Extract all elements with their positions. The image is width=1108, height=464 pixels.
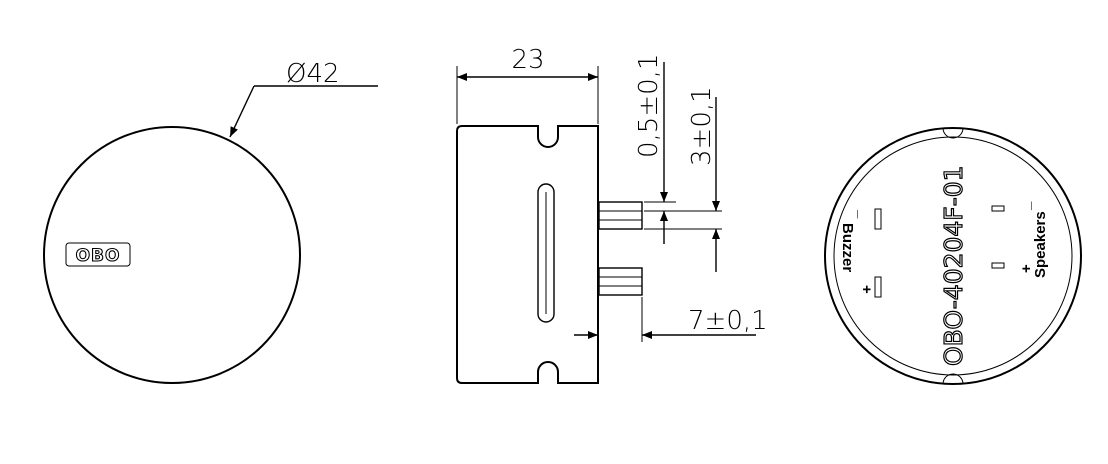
back-view: OBO-40204F-01 Buzzer _ + Speakers _ + bbox=[824, 127, 1082, 385]
logo-frame bbox=[65, 242, 131, 267]
buzzer-terminal-plus bbox=[874, 276, 882, 298]
speaker-minus-sign: _ bbox=[1017, 201, 1034, 211]
buzzer-terminal-minus bbox=[874, 208, 882, 230]
pin-width-label: 3±0,1 bbox=[687, 86, 717, 166]
back-notch-top bbox=[942, 127, 964, 139]
back-inner-rim bbox=[833, 136, 1073, 376]
terminal-upper bbox=[598, 201, 643, 230]
logo-text: OBO bbox=[76, 246, 121, 266]
diameter-label: Ø42 bbox=[286, 59, 340, 89]
pin-thickness-label: 0,5±0,1 bbox=[634, 54, 664, 158]
front-body-circle bbox=[43, 126, 301, 384]
side-body-outline bbox=[456, 125, 599, 384]
obo-logo: OBO bbox=[65, 242, 131, 267]
terminal-upper-pin bbox=[598, 201, 643, 230]
side-view: 23 0,5±0,1 3±0,1 7±0,1 bbox=[456, 45, 768, 384]
buzzer-label: Buzzer bbox=[839, 223, 856, 272]
diameter-leader-arrow bbox=[229, 85, 255, 138]
back-notch-bottom bbox=[942, 373, 964, 385]
speaker-terminal-minus bbox=[991, 205, 1005, 212]
speakers-label: Speakers bbox=[1032, 211, 1049, 278]
buzzer-plus-sign: + bbox=[858, 285, 875, 294]
part-number: OBO-40204F-01 bbox=[939, 165, 968, 366]
speaker-terminal-plus bbox=[991, 262, 1005, 269]
terminal-lower-pin bbox=[598, 267, 643, 296]
side-slot bbox=[537, 183, 555, 323]
width-label: 23 bbox=[511, 45, 544, 75]
front-view: OBO Ø42 bbox=[43, 59, 378, 384]
back-body-circle bbox=[824, 127, 1082, 385]
terminal-lower bbox=[598, 267, 643, 296]
speaker-plus-sign: + bbox=[1018, 264, 1035, 273]
buzzer-minus-sign: _ bbox=[855, 209, 872, 219]
pin-length-label: 7±0,1 bbox=[688, 306, 768, 336]
